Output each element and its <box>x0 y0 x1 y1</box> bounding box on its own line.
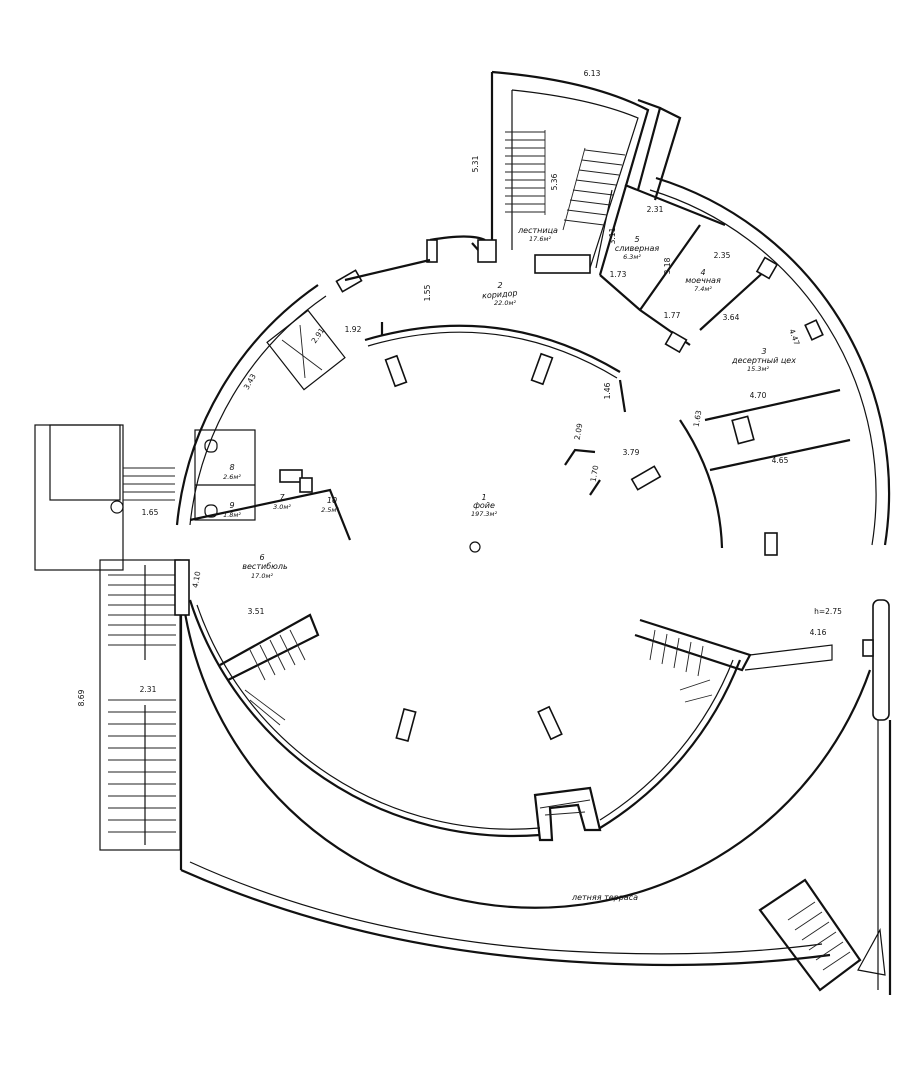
room-10-num: 10 <box>327 496 337 505</box>
dim-155: 1.55 <box>423 284 432 301</box>
terrace-label: летняя терраса <box>571 893 638 902</box>
room-washing-num: 4 <box>700 268 705 277</box>
dim-231a: 2.31 <box>647 205 664 214</box>
room-foyer-name: фойе <box>473 501 495 510</box>
dim-170: 1.70 <box>589 464 601 482</box>
room-8-area: 2.6м² <box>223 473 241 481</box>
left-stairs <box>34 424 181 851</box>
room-vestibule-num: 6 <box>259 553 264 562</box>
dim-311: 3.11 <box>608 227 617 244</box>
dim-351: 3.51 <box>248 607 265 616</box>
inner-stairs <box>219 613 874 726</box>
dim-192: 1.92 <box>345 325 362 334</box>
stair-tower <box>477 70 682 276</box>
dim-613: 6.13 <box>584 69 601 78</box>
dim-318: 3.18 <box>663 257 672 274</box>
room-vestibule-area: 17.0м² <box>251 572 273 580</box>
room-stair-name: лестница <box>517 226 558 235</box>
room-pantry-num: 5 <box>634 235 639 244</box>
dim-364: 3.64 <box>723 313 740 322</box>
room-corridor-num: 2 <box>497 281 502 290</box>
terrace-outline <box>179 560 892 995</box>
room-7-area: 3.0м² <box>273 503 291 511</box>
kitchen-block <box>595 183 851 556</box>
inner-partitions <box>189 242 724 549</box>
columns <box>174 239 662 743</box>
dim-470: 4.70 <box>750 391 767 400</box>
dim-416: 4.16 <box>810 628 827 637</box>
dimension-labels: 6.13 5.31 5.36 2.31 3.11 2.35 3.18 1.73 … <box>77 69 842 706</box>
dim-209: 2.09 <box>573 422 585 440</box>
room-foyer-area: 197.3м² <box>471 510 498 518</box>
room-7-num: 7 <box>279 493 285 502</box>
dim-173: 1.73 <box>610 270 627 279</box>
room-pantry-area: 6.3м² <box>623 253 641 261</box>
outer-ring-walls <box>175 176 891 909</box>
dim-235: 2.35 <box>714 251 731 260</box>
dim-177: 1.77 <box>664 311 681 320</box>
south-niche <box>533 786 602 842</box>
room-washing-area: 7.4м² <box>694 285 712 293</box>
top-left-landing <box>266 258 431 391</box>
bottom-right-stair <box>758 878 886 992</box>
room-pantry-name: сливерная <box>615 244 660 253</box>
dim-146: 1.46 <box>603 382 612 399</box>
room-9-num: 9 <box>229 501 234 510</box>
room-dessert-area: 15.3м² <box>747 365 769 373</box>
room-foyer-num: 1 <box>481 493 486 502</box>
dim-465: 4.65 <box>772 456 789 465</box>
room-washing-name: моечная <box>685 276 721 285</box>
dim-869: 8.69 <box>77 689 86 706</box>
dim-410: 4.10 <box>191 570 203 588</box>
dim-231b: 2.31 <box>140 685 157 694</box>
room-corridor-area: 22.0м² <box>494 299 516 307</box>
room-dessert-name: десертный цех <box>731 356 796 365</box>
room-10-area: 2.5м² <box>321 506 339 514</box>
dim-536: 5.36 <box>550 173 559 190</box>
dim-343: 3.43 <box>242 372 258 391</box>
room-8-num: 8 <box>229 463 234 472</box>
room-corridor-name: коридор <box>482 288 518 300</box>
dim-163: 1.63 <box>692 409 704 427</box>
room-stair-area: 17.6м² <box>529 235 551 243</box>
dim-h275: h=2.75 <box>814 607 842 616</box>
room-labels: 1 фойе 197.3м² 2 коридор 22.0м² 3 десерт… <box>223 226 796 902</box>
sanitary-block <box>194 429 313 521</box>
room-dessert-num: 3 <box>761 347 766 356</box>
dim-291: 2.91 <box>309 326 326 345</box>
dim-165: 1.65 <box>142 508 159 517</box>
room-vestibule-name: вестибюль <box>242 562 288 571</box>
dim-531: 5.31 <box>471 155 480 172</box>
dim-379: 3.79 <box>623 448 640 457</box>
room-9-area: 1.8м² <box>223 511 241 519</box>
dim-447: 4.47 <box>787 328 801 347</box>
